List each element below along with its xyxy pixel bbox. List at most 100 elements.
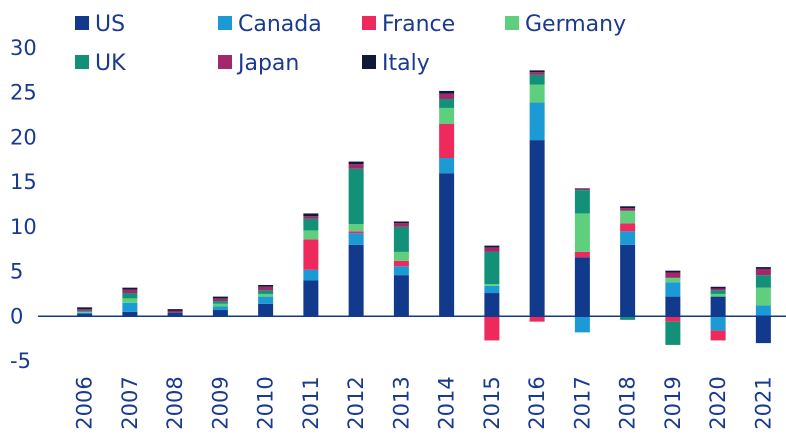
bar-germany-2021 <box>755 287 771 306</box>
bar-canada-2020 <box>710 316 726 331</box>
y-tick-label: 10 <box>10 215 37 239</box>
bar-us-2020 <box>710 296 726 317</box>
bar-uk-2016 <box>529 74 545 85</box>
bar-italy-2010 <box>258 284 274 287</box>
x-tick-label: 2021 <box>751 376 775 429</box>
legend-label: US <box>95 12 125 37</box>
bar-italy-2019 <box>665 270 681 273</box>
x-tick-label: 2013 <box>389 376 413 429</box>
bar-france-2016 <box>529 316 545 322</box>
bar-japan-2011 <box>303 216 319 219</box>
bar-germany-2015 <box>484 284 500 286</box>
legend-label: UK <box>95 51 126 76</box>
bar-italy-2006 <box>77 307 93 310</box>
legend-swatch <box>505 16 519 30</box>
x-tick-label: 2020 <box>706 376 730 429</box>
bar-france-2011 <box>303 239 319 270</box>
bar-us-2009 <box>212 310 228 317</box>
y-tick-label: 30 <box>10 36 37 60</box>
bar-japan-2015 <box>484 247 500 252</box>
y-tick-label: -5 <box>10 349 31 373</box>
bar-japan-2014 <box>439 93 455 99</box>
y-tick-label: 0 <box>10 304 23 328</box>
bar-germany-2010 <box>258 293 274 297</box>
bar-germany-2016 <box>529 84 545 103</box>
bar-france-2020 <box>710 330 726 341</box>
x-tick-label: 2008 <box>163 376 187 429</box>
bar-us-2014 <box>439 173 455 317</box>
bar-canada-2010 <box>258 296 274 304</box>
y-tick-label: 15 <box>10 170 37 194</box>
bar-us-2016 <box>529 140 545 317</box>
legend-swatch <box>218 16 232 30</box>
bar-uk-2011 <box>303 218 319 231</box>
bar-italy-2015 <box>484 245 500 248</box>
bar-us-2011 <box>303 280 319 317</box>
legend-item-italy: Italy <box>362 51 430 76</box>
bar-canada-2011 <box>303 269 319 281</box>
bar-uk-2010 <box>258 290 274 294</box>
bar-us-2012 <box>348 244 364 317</box>
bar-uk-2015 <box>484 251 500 285</box>
bar-germany-2011 <box>303 230 319 240</box>
legend-swatch <box>75 55 89 69</box>
bar-us-2018 <box>620 244 636 317</box>
bar-france-2012 <box>348 231 364 234</box>
bar-france-2013 <box>393 260 409 267</box>
bar-japan-2017 <box>574 189 590 191</box>
bar-japan-2019 <box>665 272 681 278</box>
x-tick-label: 2012 <box>344 376 368 429</box>
legend-swatch <box>362 55 376 69</box>
bar-canada-2018 <box>620 231 636 245</box>
x-tick-label: 2006 <box>73 376 97 429</box>
bar-canada-2019 <box>665 282 681 297</box>
y-tick-label: 5 <box>10 260 23 284</box>
bar-italy-2014 <box>439 90 455 94</box>
bar-uk-2007 <box>122 293 138 299</box>
bar-canada-2017 <box>574 316 590 333</box>
bar-italy-2008 <box>167 309 183 311</box>
legend-swatch <box>218 55 232 69</box>
bars <box>77 70 771 345</box>
bar-us-2013 <box>393 275 409 317</box>
bar-japan-2013 <box>393 223 409 227</box>
legend-item-uk: UK <box>75 51 126 76</box>
legend-label: Italy <box>382 51 430 76</box>
bar-italy-2020 <box>710 286 726 289</box>
x-tick-label: 2014 <box>435 376 459 429</box>
bar-uk-2012 <box>348 168 364 225</box>
bar-us-2010 <box>258 303 274 317</box>
bar-uk-2018 <box>620 316 636 320</box>
x-tick-label: 2019 <box>661 376 685 429</box>
legend-item-canada: Canada <box>218 12 322 37</box>
bar-us-2007 <box>122 311 138 317</box>
legend-item-france: France <box>362 12 455 37</box>
bar-italy-2011 <box>303 213 319 217</box>
x-tick-label: 2011 <box>299 376 323 429</box>
bar-germany-2007 <box>122 298 138 303</box>
bar-france-2017 <box>574 251 590 258</box>
bar-canada-2013 <box>393 266 409 276</box>
legend-label: Germany <box>525 12 626 37</box>
x-tick-label: 2017 <box>570 376 594 429</box>
bar-japan-2012 <box>348 164 364 169</box>
legend-label: Japan <box>236 51 299 76</box>
bar-canada-2014 <box>439 157 455 174</box>
bar-canada-2009 <box>212 306 228 311</box>
bar-uk-2009 <box>212 301 228 304</box>
bar-germany-2012 <box>348 224 364 232</box>
y-tick-label: 20 <box>10 125 37 149</box>
legend-label: Canada <box>238 12 322 37</box>
bar-japan-2016 <box>529 72 545 75</box>
bar-italy-2016 <box>529 70 545 73</box>
x-tick-label: 2007 <box>118 376 142 429</box>
bar-germany-2019 <box>665 277 681 283</box>
bar-japan-2007 <box>122 289 138 294</box>
bar-italy-2013 <box>393 221 409 224</box>
bar-france-2019 <box>665 316 681 322</box>
bar-italy-2007 <box>122 287 138 290</box>
bar-japan-2021 <box>755 268 771 276</box>
